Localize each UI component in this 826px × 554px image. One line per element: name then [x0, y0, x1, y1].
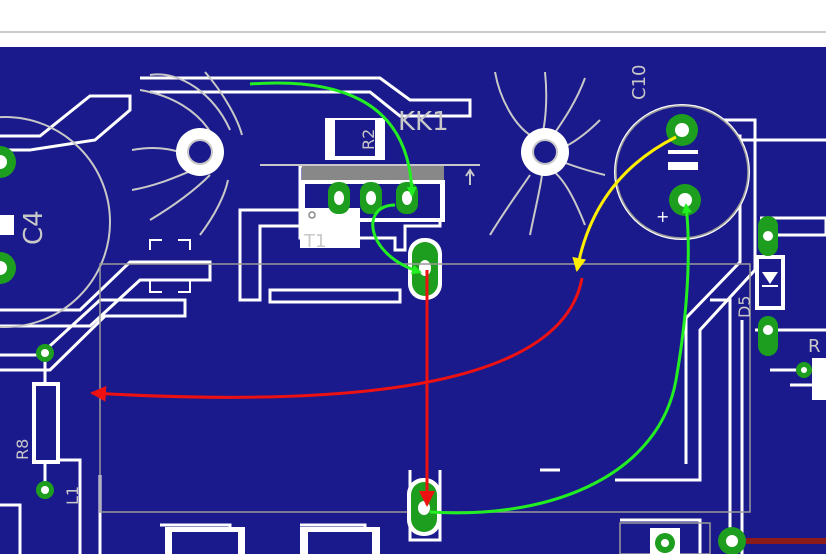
yellow-arrow: [572, 135, 677, 272]
c4-outline: [0, 116, 111, 328]
green-arrow-c10: [429, 203, 692, 515]
green-arrow-top: [249, 81, 417, 197]
c10-pads: [666, 114, 701, 216]
bottom-components: [165, 522, 826, 554]
c10-plus: +: [656, 207, 669, 226]
dashed-footprint: [149, 239, 191, 293]
d5-diode: [755, 216, 785, 356]
c4-pads: [0, 146, 16, 284]
pad-bottom: [407, 478, 441, 536]
r-partial-label: R: [808, 336, 821, 357]
t1-tab: [302, 166, 444, 180]
r8-label: R8: [13, 439, 32, 460]
c4-label: C4: [19, 210, 49, 245]
c10-label: C10: [629, 65, 650, 100]
l1-label: L1: [63, 486, 82, 505]
annotation-arrows: [90, 81, 692, 515]
kk1-label: KK1: [398, 107, 449, 137]
t1-label: T1: [303, 231, 326, 252]
t1-pads: [328, 182, 418, 214]
red-arrow-left: [90, 277, 584, 402]
d5-label: D5: [735, 296, 754, 319]
green-arrow-pad: [371, 203, 422, 275]
r8-resistor: [32, 344, 60, 499]
r2-label: R2: [359, 129, 378, 150]
